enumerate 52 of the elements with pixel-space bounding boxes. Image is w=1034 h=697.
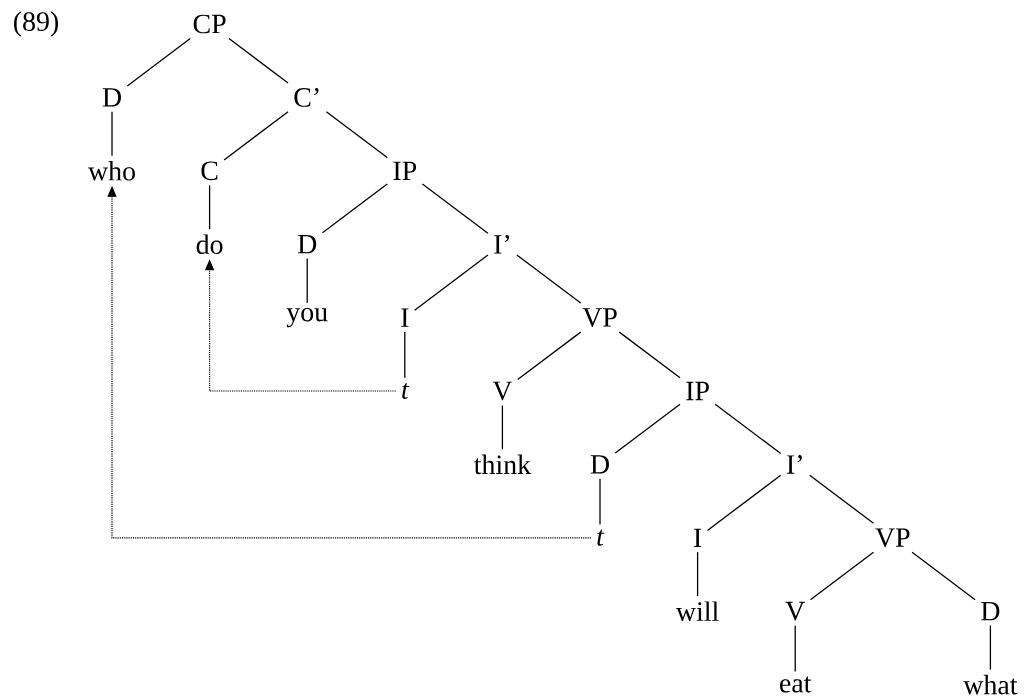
branch-line [809, 551, 875, 601]
branch-line [599, 478, 601, 526]
branch-line [794, 625, 796, 673]
tree-label: V [785, 601, 805, 621]
tree-label: D [981, 602, 1000, 621]
branch-line [809, 474, 875, 524]
branch-line [706, 474, 782, 532]
branch-line [223, 111, 289, 161]
branch-line [517, 331, 582, 381]
tree-label: I [401, 308, 409, 327]
tree-label: IP [393, 161, 417, 180]
tree-label: VP [582, 308, 617, 327]
tree-label: VP [875, 528, 910, 548]
branch-line [421, 183, 489, 234]
tree-label: think [474, 454, 532, 475]
tree-label: C [201, 161, 218, 181]
tree-label: IP [686, 381, 709, 401]
branch-line [126, 37, 191, 87]
branch-line [714, 403, 782, 455]
tree-label: D [590, 455, 609, 474]
tree-label: you [286, 308, 328, 328]
branch-line [111, 111, 113, 157]
tree-label: D [102, 88, 121, 107]
tree-label: D [297, 235, 317, 254]
branch-line [516, 254, 582, 304]
trace-label: t [597, 529, 605, 546]
tree-label: what [963, 674, 1018, 695]
tree-label: will [675, 601, 719, 621]
tree-label: do [196, 234, 223, 254]
tree-label: who [88, 161, 135, 181]
branch-line [306, 257, 308, 304]
branch-line [501, 404, 504, 451]
tree-label: I’ [786, 455, 802, 474]
branch-line [404, 331, 406, 379]
tree-label: CP [193, 14, 226, 34]
branch-line [618, 331, 681, 379]
branch-line [989, 624, 992, 671]
branch-line [325, 111, 388, 159]
tree-label: C’ [294, 88, 319, 107]
branch-line [911, 551, 976, 601]
tree-label: I [693, 528, 702, 547]
trace-label: t [402, 383, 410, 399]
branch-line [208, 184, 211, 230]
branch-line [614, 403, 681, 454]
tree-label: eat [780, 676, 812, 693]
branch-line [321, 183, 388, 234]
branch-line [228, 37, 289, 84]
tree-label: V [492, 381, 513, 401]
example-number: (89) [14, 11, 58, 37]
branch-line [696, 551, 699, 597]
tree-label: I’ [494, 234, 509, 254]
branch-line [414, 254, 489, 311]
